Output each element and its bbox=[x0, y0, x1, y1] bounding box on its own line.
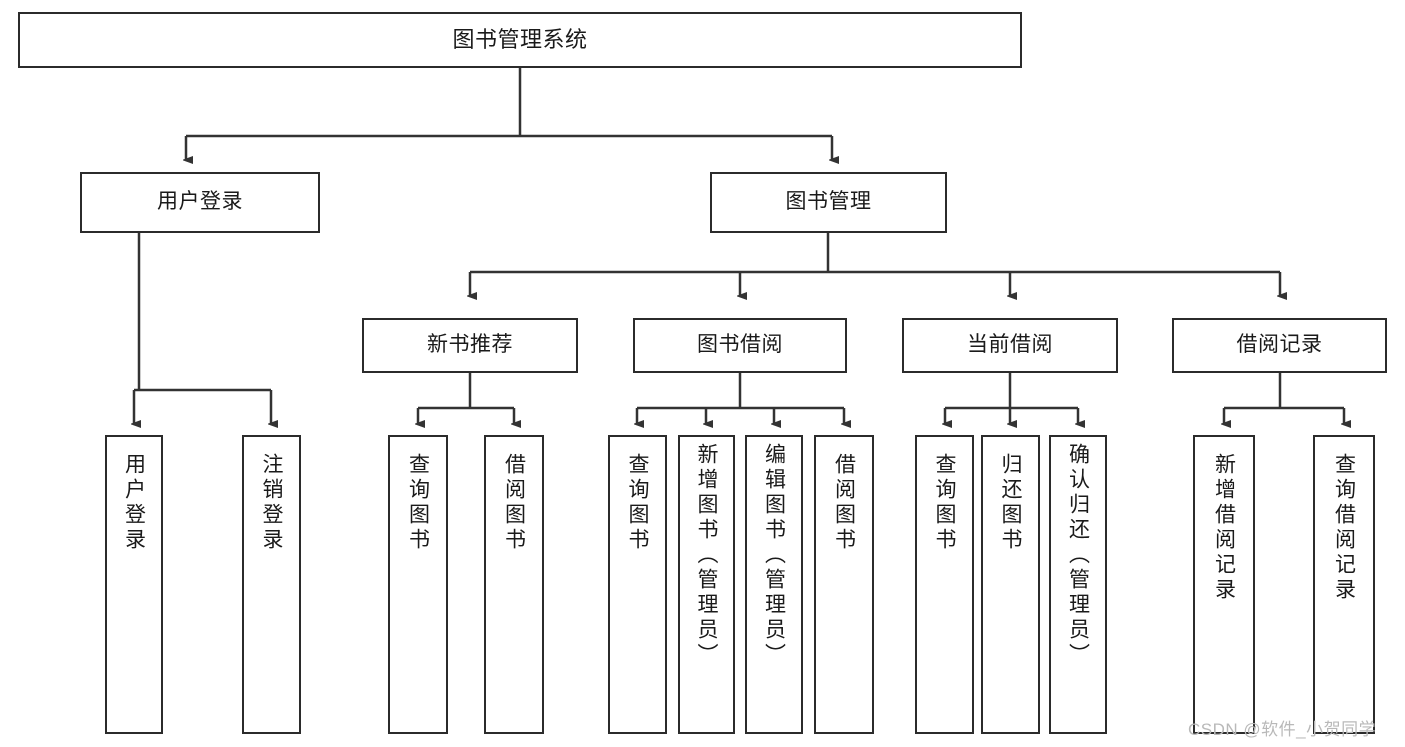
leaf-borrow-books[interactable]: 借阅图书 bbox=[814, 435, 874, 734]
node-label: 查询图书 bbox=[933, 453, 956, 553]
node-label: 编辑图书（管理员） bbox=[762, 443, 786, 668]
leaf-return-books[interactable]: 归还图书 bbox=[981, 435, 1040, 734]
node-label: 注销登录 bbox=[260, 453, 283, 553]
leaf-query-books-current[interactable]: 查询图书 bbox=[915, 435, 974, 734]
leaf-user-login[interactable]: 用户登录 bbox=[105, 435, 163, 734]
node-label: 确认归还（管理员） bbox=[1066, 443, 1090, 668]
node-label: 当前借阅 bbox=[967, 333, 1053, 357]
node-root-system[interactable]: 图书管理系统 bbox=[18, 12, 1022, 68]
leaf-query-books-recommend[interactable]: 查询图书 bbox=[388, 435, 448, 734]
leaf-logout[interactable]: 注销登录 bbox=[242, 435, 301, 734]
node-current-borrow[interactable]: 当前借阅 bbox=[902, 318, 1118, 373]
leaf-query-borrow-record[interactable]: 查询借阅记录 bbox=[1313, 435, 1375, 734]
leaf-edit-book-admin[interactable]: 编辑图书（管理员） bbox=[745, 435, 803, 734]
node-label: 查询借阅记录 bbox=[1332, 453, 1356, 603]
leaf-query-books-borrow[interactable]: 查询图书 bbox=[608, 435, 667, 734]
node-user-login[interactable]: 用户登录 bbox=[80, 172, 320, 233]
node-label: 图书借阅 bbox=[697, 333, 783, 357]
leaf-borrow-books-recommend[interactable]: 借阅图书 bbox=[484, 435, 544, 734]
node-label: 新增图书（管理员） bbox=[695, 443, 718, 668]
node-label: 借阅图书 bbox=[502, 453, 526, 553]
node-label: 新增借阅记录 bbox=[1212, 453, 1236, 603]
node-label: 查询图书 bbox=[626, 453, 649, 553]
leaf-add-book-admin[interactable]: 新增图书（管理员） bbox=[678, 435, 735, 734]
node-book-management[interactable]: 图书管理 bbox=[710, 172, 947, 233]
node-label: 图书管理 bbox=[785, 190, 872, 214]
node-new-book-recommend[interactable]: 新书推荐 bbox=[362, 318, 578, 373]
leaf-add-borrow-record[interactable]: 新增借阅记录 bbox=[1193, 435, 1255, 734]
leaf-confirm-return-admin[interactable]: 确认归还（管理员） bbox=[1049, 435, 1107, 734]
node-label: 图书管理系统 bbox=[452, 27, 588, 53]
node-label: 查询图书 bbox=[406, 453, 430, 553]
node-label: 归还图书 bbox=[999, 453, 1022, 553]
node-label: 用户登录 bbox=[122, 453, 146, 553]
node-label: 借阅图书 bbox=[832, 453, 856, 553]
node-label: 新书推荐 bbox=[427, 333, 513, 357]
node-label: 用户登录 bbox=[157, 190, 243, 214]
csdn-watermark: CSDN @软件_小贺同学 bbox=[1188, 720, 1377, 739]
node-borrow-records[interactable]: 借阅记录 bbox=[1172, 318, 1387, 373]
node-label: 借阅记录 bbox=[1236, 333, 1323, 357]
node-book-borrow[interactable]: 图书借阅 bbox=[633, 318, 847, 373]
